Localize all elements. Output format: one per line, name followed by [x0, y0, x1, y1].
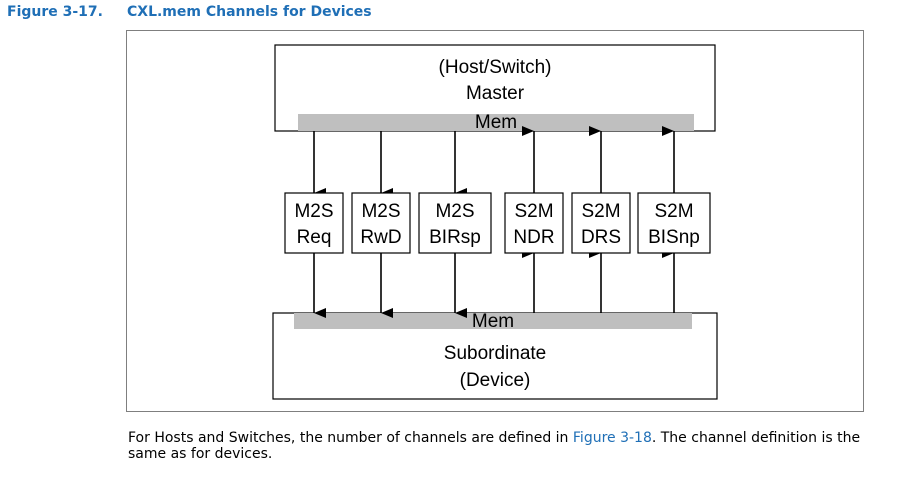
master-label-line2: Master: [466, 83, 525, 104]
channel-direction-label: S2M: [654, 201, 693, 222]
channel-box-s2m-ndr: [504, 192, 564, 254]
subordinate-mem-bus: [294, 313, 692, 329]
channel-name-label: NDR: [513, 227, 554, 248]
subordinate-mem-label: Mem: [472, 311, 514, 332]
channel-name-label: BIRsp: [429, 227, 481, 248]
channel-direction-label: M2S: [294, 201, 333, 222]
figure-title: CXL.mem Channels for Devices: [127, 4, 372, 20]
body-text-after: . The channel definition is the same as …: [128, 430, 861, 462]
channel-name-label: DRS: [581, 227, 621, 248]
figure-frame: [126, 30, 864, 412]
channel-direction-label: M2S: [435, 201, 474, 222]
channel-name-label: RwD: [360, 227, 401, 248]
master-mem-label: Mem: [475, 112, 517, 133]
channel-box-s2m-drs: [571, 192, 631, 254]
channel-direction-label: M2S: [361, 201, 400, 222]
subordinate-label-line1: Subordinate: [444, 343, 546, 364]
channel-direction-label: S2M: [514, 201, 553, 222]
master-label-line1: (Host/Switch): [439, 57, 552, 78]
figure-number: Figure 3-17.: [7, 4, 103, 20]
channel-box-m2s-birsp: [418, 192, 492, 254]
figure-caption: Figure 3-17. CXL.mem Channels for Devices: [7, 4, 372, 20]
channel-box-s2m-bisnp: [637, 192, 711, 254]
figure-3-18-link[interactable]: Figure 3-18: [572, 430, 652, 446]
channel-name-label: Req: [297, 227, 332, 248]
body-text-before: For Hosts and Switches, the number of ch…: [128, 430, 573, 446]
channel-box-m2s-rwd: [351, 192, 411, 254]
subordinate-label-line2: (Device): [460, 370, 531, 391]
channels: M2S Req M2S RwD M2S BIRsp S2M NDR S2M DRS S2M BISnp: [284, 126, 711, 318]
channel-direction-label: S2M: [581, 201, 620, 222]
channel-name-label: BISnp: [648, 227, 700, 248]
body-paragraph: For Hosts and Switches, the number of ch…: [128, 430, 888, 462]
channel-box-m2s-req: [284, 192, 344, 254]
